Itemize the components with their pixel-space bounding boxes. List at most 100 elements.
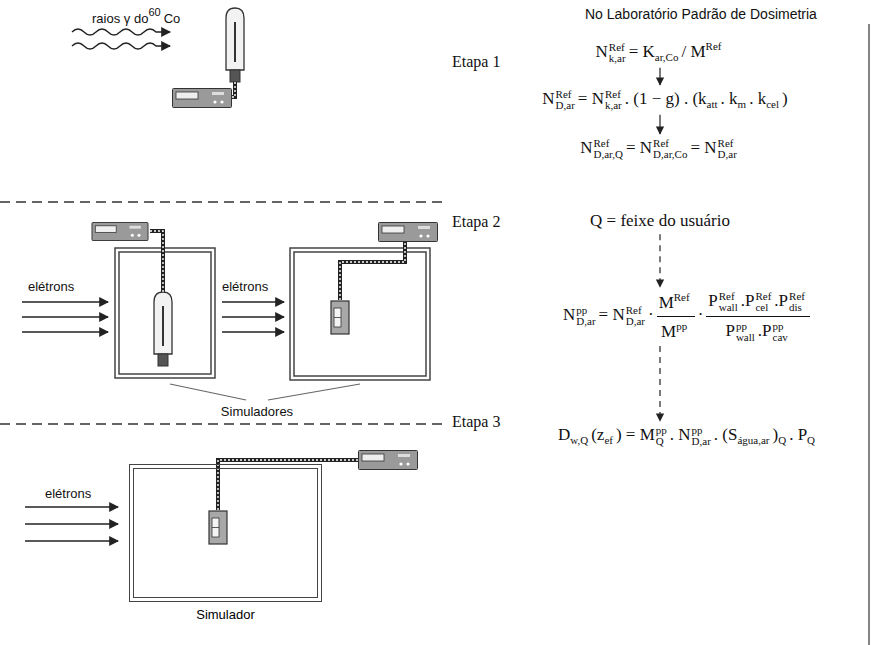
electron-beam bbox=[25, 507, 118, 541]
line-art bbox=[72, 43, 170, 49]
script-stack: ppD,ar bbox=[692, 425, 711, 447]
electron-label: elétrons bbox=[28, 279, 74, 295]
line-art bbox=[22, 331, 108, 332]
line-art bbox=[222, 316, 284, 317]
superscript: 60 bbox=[148, 6, 160, 18]
beam-definition-text: Q = feixe do usuário bbox=[590, 211, 730, 230]
superscript: pp bbox=[656, 425, 667, 436]
formula-text: Co bbox=[164, 11, 181, 26]
superscript: Ref bbox=[718, 138, 737, 149]
subscript: D,ar bbox=[718, 149, 737, 160]
script-stack: RefD,ar,Q bbox=[593, 138, 623, 160]
ionization-chamber bbox=[226, 8, 244, 82]
electron-beam bbox=[222, 302, 284, 332]
beam-definition: Q = feixe do usuário bbox=[590, 210, 730, 231]
line-art bbox=[0, 423, 445, 425]
line-art bbox=[222, 301, 284, 302]
step-label: Etapa 1 bbox=[452, 52, 500, 71]
phantom bbox=[290, 248, 430, 380]
formula-text: . (S bbox=[714, 425, 738, 444]
formula-text: / M bbox=[681, 42, 705, 61]
line-art bbox=[25, 540, 118, 541]
line-art bbox=[232, 82, 235, 97]
subscript: D,ar bbox=[556, 100, 575, 111]
subscript: cel bbox=[755, 302, 771, 313]
formula-text: raios γ do bbox=[92, 11, 148, 26]
formula-text: N bbox=[563, 305, 575, 324]
formula-text: = N bbox=[599, 305, 625, 324]
formula-text: · bbox=[648, 305, 654, 324]
electron-label-text: elétrons bbox=[222, 279, 268, 294]
subscript: att bbox=[707, 98, 718, 110]
denominator: Pppwall.Pppcav bbox=[723, 317, 792, 343]
formula-text: .P bbox=[758, 321, 772, 340]
heading: No Laboratório Padrão de Dosimetria bbox=[585, 6, 817, 23]
formula-text: . P bbox=[789, 425, 807, 444]
superscript: pp bbox=[576, 305, 595, 316]
formula-text: . k bbox=[721, 89, 738, 108]
script-stack: RefD,ar bbox=[718, 138, 737, 160]
formula-text: N bbox=[542, 89, 554, 108]
formula: NRefD,ar= NRefk,ar. (1 − g) . (katt. km.… bbox=[542, 88, 787, 112]
formula-text: ) = M bbox=[616, 425, 655, 444]
electron-label: elétrons bbox=[45, 486, 91, 502]
formula-text: P bbox=[725, 321, 734, 340]
phantom-label: Simulador bbox=[196, 607, 255, 623]
line-art bbox=[25, 523, 118, 524]
subscript: água,ar bbox=[737, 434, 769, 446]
superscript: Ref bbox=[626, 305, 645, 316]
electrometer bbox=[92, 222, 148, 240]
formula: NppD,ar= NRefD,ar·MRefMpp·PRefwall.PRefc… bbox=[563, 290, 813, 343]
subscript: m bbox=[738, 98, 747, 110]
heading-text: No Laboratório Padrão de Dosimetria bbox=[585, 6, 817, 22]
formula-text: . k bbox=[749, 89, 766, 108]
superscript: Ref bbox=[674, 291, 690, 303]
subscript: wall bbox=[736, 332, 755, 343]
line-art bbox=[22, 316, 108, 317]
parallel-plate-chamber bbox=[331, 301, 349, 334]
gamma-rays bbox=[72, 29, 170, 49]
ionization-chamber bbox=[154, 292, 172, 366]
phantom-label-text: Simuladores bbox=[221, 404, 293, 419]
subscript: w,Q bbox=[570, 434, 588, 446]
subscript: k,ar bbox=[609, 53, 626, 64]
phantom-box: Simulador bbox=[133, 468, 318, 598]
formula-text: = N bbox=[578, 89, 604, 108]
numerator: PRefwall.PRefcel.PRefdis bbox=[706, 290, 810, 317]
line-art bbox=[150, 231, 163, 292]
script-stack: ppQ bbox=[656, 425, 667, 447]
fraction: PRefwall.PRefcel.PRefdisPppwall.Pppcav bbox=[706, 290, 810, 343]
subscript: cav bbox=[773, 332, 788, 343]
line-art bbox=[25, 506, 118, 507]
superscript: Ref bbox=[593, 138, 623, 149]
superscript: Ref bbox=[556, 89, 575, 100]
frame-line bbox=[868, 24, 869, 645]
formula: NRefk,ar= Kar,Co/ MRef bbox=[596, 40, 725, 65]
subscript: cel bbox=[766, 98, 779, 110]
subscript: D,ar bbox=[576, 316, 595, 327]
script-stack: ppcav bbox=[773, 321, 788, 343]
formula-text: .P bbox=[741, 291, 755, 310]
formula: NRefD,ar,Q= NRefD,ar,Co= NRefD,ar bbox=[580, 137, 740, 160]
line-art bbox=[170, 384, 246, 400]
line-art bbox=[22, 301, 108, 302]
bracket-lines bbox=[170, 384, 360, 400]
subscript: k,ar bbox=[605, 100, 622, 111]
superscript: pp bbox=[736, 321, 755, 332]
formula-text: ) bbox=[773, 425, 779, 444]
script-stack: RefD,ar,Co bbox=[653, 138, 687, 160]
subscript: D,ar bbox=[626, 316, 645, 327]
script-stack: Refcel bbox=[755, 291, 771, 313]
superscript: Ref bbox=[609, 42, 626, 53]
formula-text: = N bbox=[690, 138, 716, 157]
superscript: Ref bbox=[719, 291, 738, 302]
parallel-plate-chamber bbox=[209, 511, 227, 544]
formula-text: . (1 − g) . (k bbox=[625, 89, 707, 108]
subscript: Q bbox=[778, 434, 786, 446]
script-stack: Refk,ar bbox=[609, 42, 626, 64]
flow-arrow bbox=[659, 115, 660, 134]
separator bbox=[0, 202, 445, 424]
electrometer bbox=[379, 223, 438, 242]
electron-label-text: elétrons bbox=[45, 486, 91, 501]
